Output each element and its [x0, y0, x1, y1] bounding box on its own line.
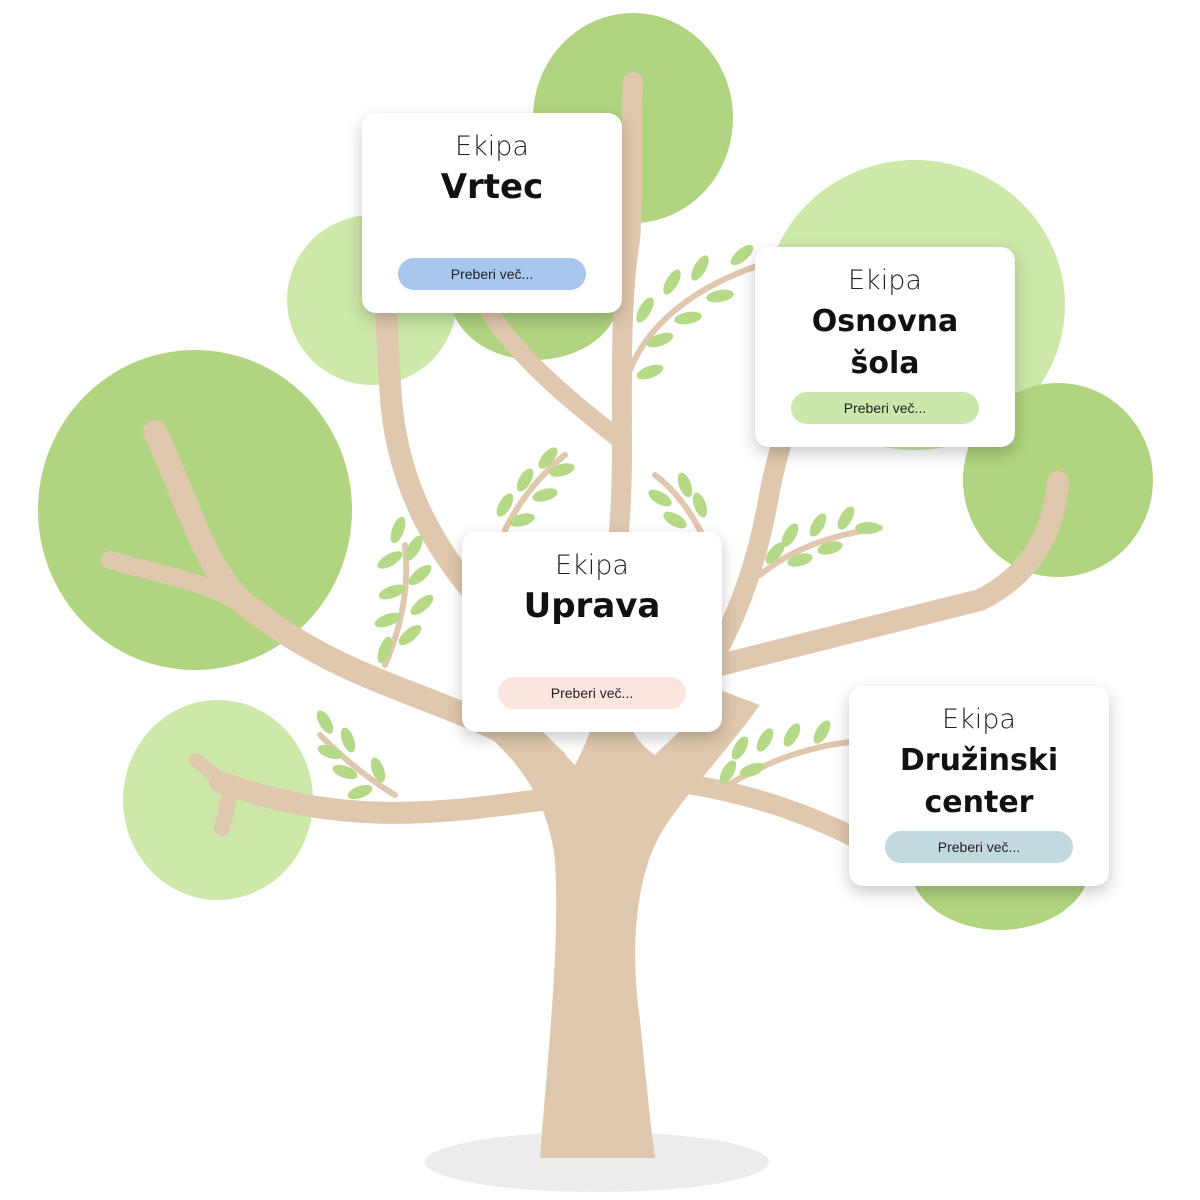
card-title: Družinski center — [899, 743, 1059, 821]
card-eyebrow: Ekipa — [942, 704, 1016, 735]
sprig-center-right — [648, 472, 708, 543]
read-more-button[interactable]: Preberi več... — [398, 258, 586, 290]
foliage-blob-lower-left — [123, 700, 313, 900]
sprig-lower-left — [316, 710, 398, 800]
branch-center-twig — [479, 301, 629, 449]
sprig-upper-right — [627, 244, 763, 380]
read-more-button[interactable]: Preberi več... — [885, 831, 1073, 863]
card-eyebrow: Ekipa — [848, 265, 922, 296]
sprigs — [316, 244, 883, 800]
card-title: Vrtec — [440, 167, 544, 208]
sprig-left — [374, 516, 434, 668]
read-more-button[interactable]: Preberi več... — [791, 392, 979, 424]
sprig-right — [757, 506, 883, 578]
ground-shadow — [425, 1132, 769, 1192]
card-eyebrow: Ekipa — [455, 131, 529, 162]
team-card-vrtec: Ekipa Vrtec Preberi več... — [362, 113, 622, 313]
branch-left-twig — [101, 551, 244, 609]
branch-center-up — [600, 72, 643, 630]
team-card-osnovna-sola: Ekipa Osnovna šola Preberi več... — [755, 247, 1015, 447]
branch-lower-left — [209, 771, 551, 824]
card-title: Osnovna šola — [811, 304, 959, 382]
branch-right — [689, 471, 1069, 681]
team-card-druzinski-center: Ekipa Družinski center Preberi več... — [849, 686, 1109, 886]
read-more-button[interactable]: Preberi več... — [498, 677, 686, 709]
trunk — [470, 690, 760, 1158]
card-title: Uprava — [523, 586, 661, 627]
branch-lower-left-tip — [189, 753, 237, 793]
team-card-uprava: Ekipa Uprava Preberi več... — [462, 532, 722, 732]
branch-lower-left-twig — [214, 782, 240, 836]
sprig-center — [496, 447, 575, 533]
card-eyebrow: Ekipa — [555, 550, 629, 581]
sprig-lower-right — [717, 720, 853, 793]
